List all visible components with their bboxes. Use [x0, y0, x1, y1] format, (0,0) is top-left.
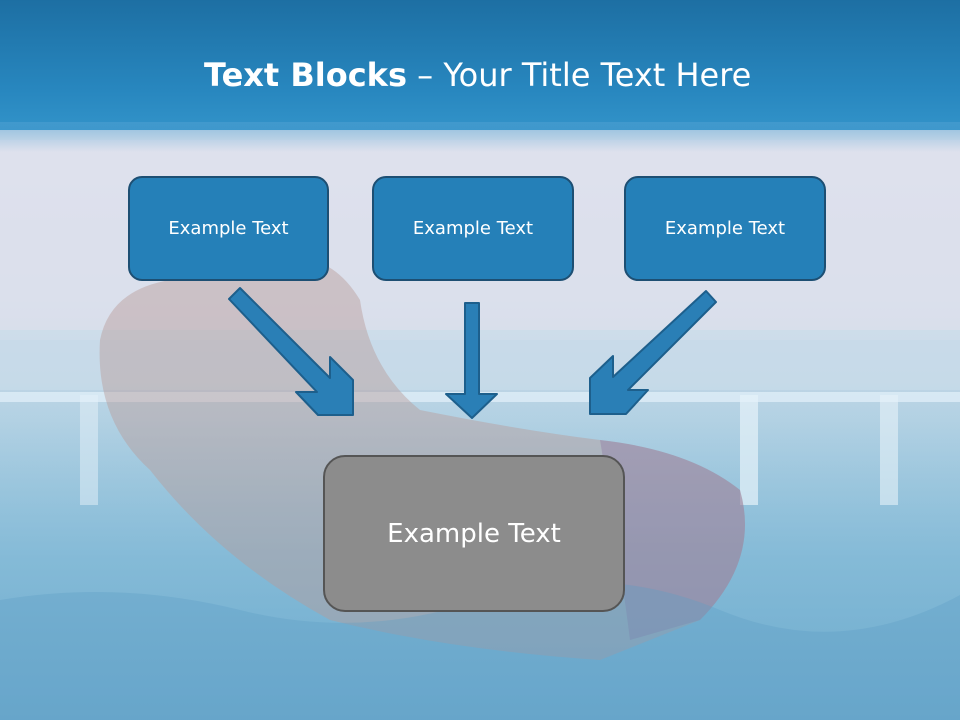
text-block-1[interactable]: Example Text	[128, 176, 329, 281]
text-block-2[interactable]: Example Text	[372, 176, 574, 281]
title-bar	[0, 0, 960, 130]
text-block-3[interactable]: Example Text	[624, 176, 826, 281]
text-block-2-label: Example Text	[412, 218, 534, 239]
page-title: Text Blocks – Your Title Text Here	[204, 56, 751, 96]
title-bold: Text Blocks	[204, 56, 407, 94]
target-block-label: Example Text	[387, 518, 561, 549]
text-block-1-label: Example Text	[168, 218, 289, 239]
title-rest: – Your Title Text Here	[417, 56, 752, 94]
text-block-3-label: Example Text	[664, 218, 786, 239]
title-bar-fade	[0, 122, 960, 152]
target-block[interactable]: Example Text	[323, 455, 625, 612]
